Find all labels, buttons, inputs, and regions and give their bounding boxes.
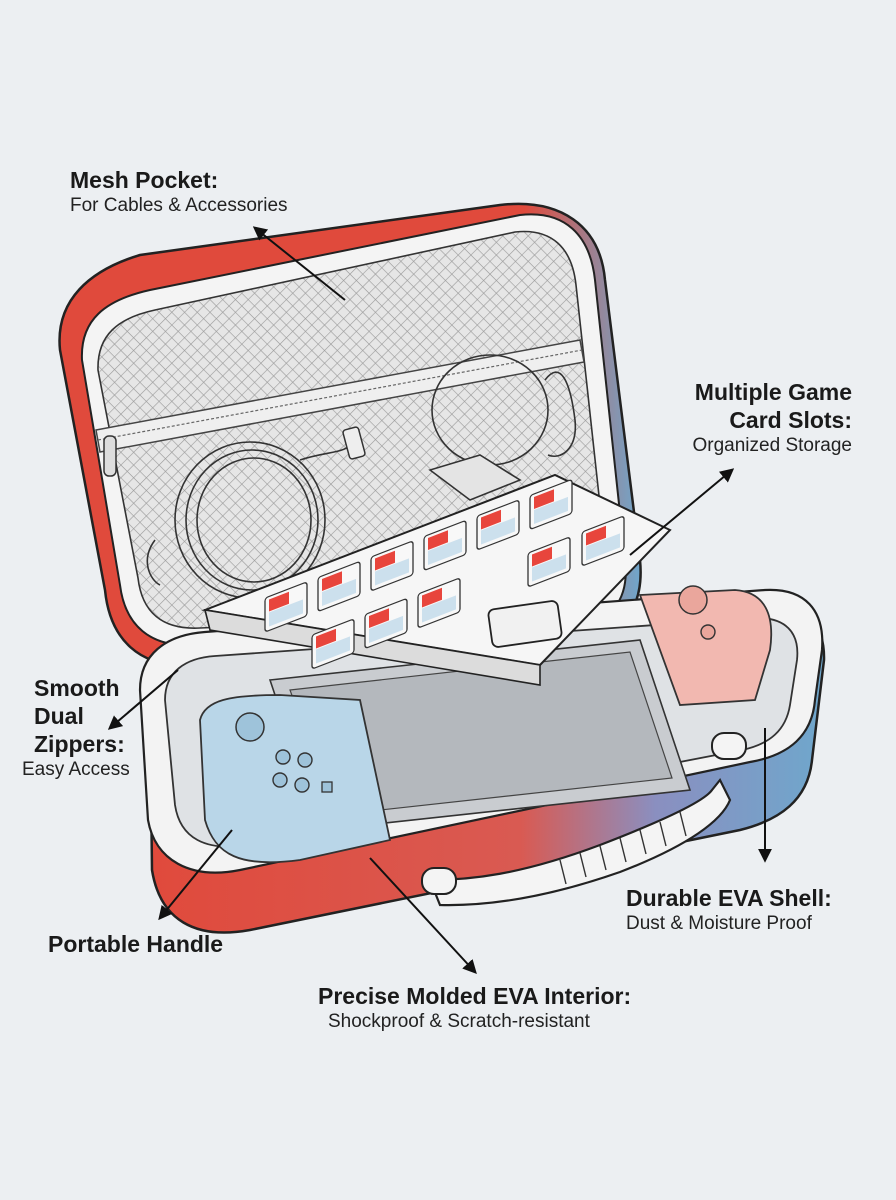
callout-subtitle: For Cables & Accessories — [70, 195, 288, 216]
game-card — [529, 479, 573, 530]
arrow-icon — [252, 226, 346, 301]
callout-eva-interior: Precise Molded EVA Interior: Shockproof … — [318, 982, 631, 1034]
callout-subtitle: Organized Storage — [692, 435, 853, 456]
game-card — [370, 541, 414, 591]
game-card — [264, 582, 308, 632]
callout-title: Mesh Pocket: — [70, 167, 219, 193]
callout-title-line2: Card Slots: — [729, 407, 852, 433]
case-base — [138, 585, 826, 934]
game-card — [317, 561, 361, 612]
portable-handle — [428, 777, 732, 907]
callout-eva-shell: Durable EVA Shell: Dust & Moisture Proof — [626, 884, 832, 936]
callout-dual-zippers: Smooth Dual Zippers: Easy Access — [22, 674, 130, 782]
callout-title-line1: Smooth — [34, 675, 120, 701]
left-joycon — [199, 694, 392, 864]
callout-title-line3: Zippers: — [34, 731, 125, 757]
game-card — [364, 598, 408, 649]
callout-title: Portable Handle — [48, 931, 224, 957]
game-card — [527, 537, 571, 587]
callout-subtitle: Dust & Moisture Proof — [626, 913, 812, 934]
callout-subtitle: Easy Access — [22, 759, 130, 780]
callout-arrows — [107, 226, 772, 975]
card-holder-strap — [487, 600, 563, 648]
callout-handle: Portable Handle — [48, 930, 223, 958]
callout-title: Durable EVA Shell: — [626, 885, 832, 911]
game-card — [581, 516, 625, 566]
game-card — [476, 500, 520, 550]
callout-title: Precise Molded EVA Interior: — [318, 983, 632, 1009]
callout-mesh-pocket: Mesh Pocket: For Cables & Accessories — [70, 166, 288, 218]
game-card — [311, 619, 355, 669]
arrow-icon — [629, 468, 735, 556]
callout-title-line1: Multiple Game — [694, 379, 852, 405]
game-card-holder — [201, 473, 672, 686]
callout-subtitle: Shockproof & Scratch-resistant — [328, 1011, 590, 1032]
callout-title-line2: Dual — [34, 703, 84, 729]
arrow-icon — [107, 669, 179, 730]
arrow-icon — [158, 829, 233, 921]
game-card — [417, 578, 461, 628]
arrow-icon — [369, 857, 477, 975]
game-card — [423, 520, 467, 571]
callout-game-card-slots: Multiple Game Card Slots: Organized Stor… — [693, 378, 853, 458]
right-joycon — [638, 589, 773, 706]
